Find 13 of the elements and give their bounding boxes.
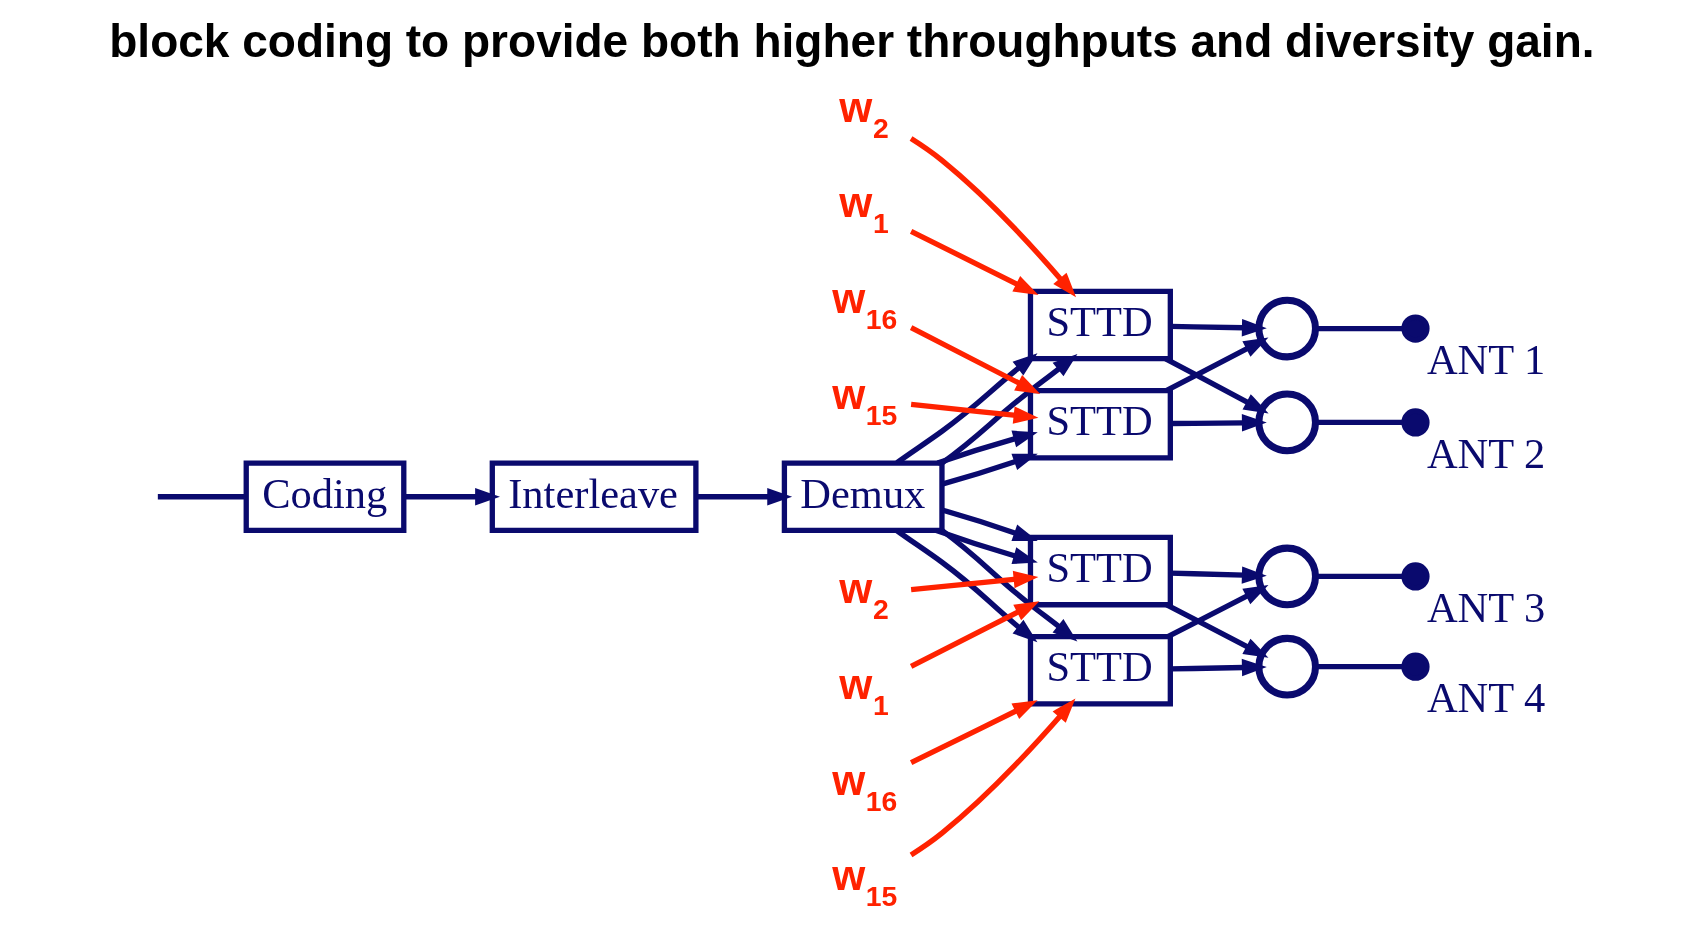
node-text: w$_{1}$	[838, 179, 889, 240]
node-label: ANT 3	[1426, 583, 1545, 631]
node-text: w$_{2}$	[838, 565, 889, 626]
diagram-title: block coding to provide both higher throughputs and diversity gain.	[108, 15, 1595, 68]
node-label: ANT 2	[1426, 429, 1545, 477]
node-label: ANT 1	[1426, 336, 1545, 384]
node-text: w$_{16}$	[831, 274, 897, 335]
node-text: w$_{15}$	[831, 370, 897, 431]
node-text: w$_{16}$	[831, 756, 897, 817]
node-text: w$_{1}$	[838, 660, 889, 721]
node-text: w$_{15}$	[831, 852, 897, 913]
node-text: w$_{2}$	[838, 83, 889, 144]
node-label: ANT 4	[1426, 674, 1545, 722]
